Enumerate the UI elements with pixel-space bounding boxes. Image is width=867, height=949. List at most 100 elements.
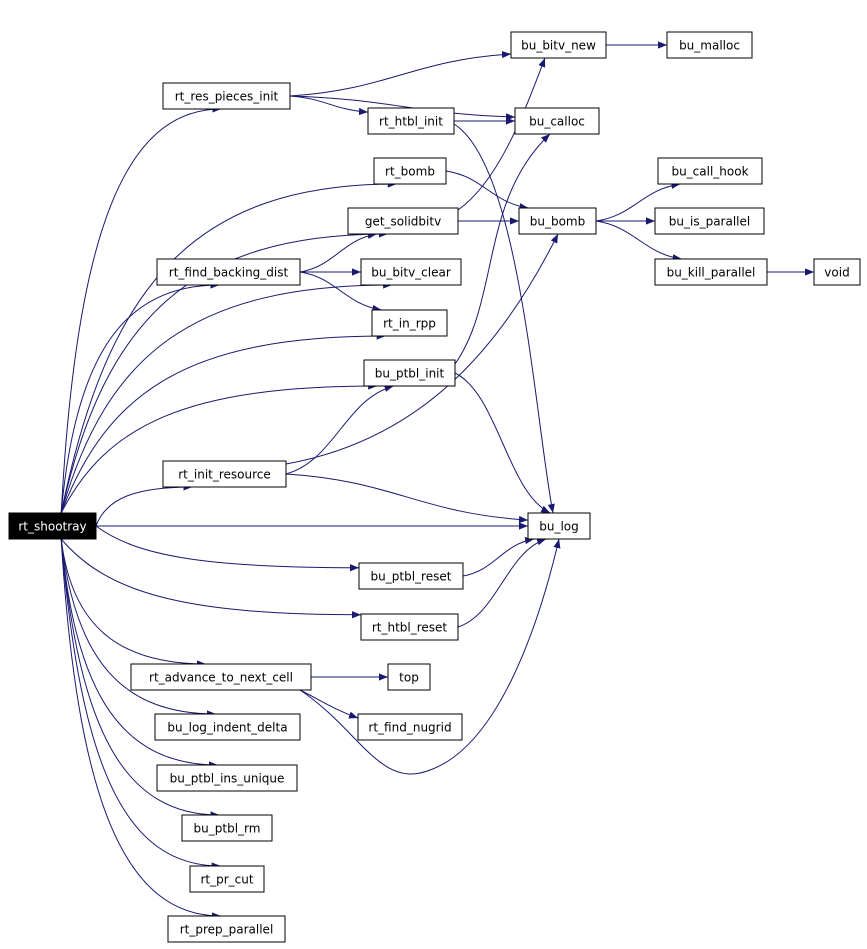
edge-rt-shootray-to-bu-bitv-clear <box>60 281 393 514</box>
node-label: rt_find_nugrid <box>368 721 451 735</box>
edge-rt-shootray-to-get-solidbitv <box>60 230 388 514</box>
node-label: void <box>824 266 849 280</box>
node-get-solidbitv[interactable]: get_solidbitv <box>347 207 459 235</box>
node-bu-kill-parallel[interactable]: bu_kill_parallel <box>654 258 768 286</box>
edge-rt-shootray-to-bu-ptbl-ins-unique <box>60 538 218 769</box>
node-box[interactable] <box>373 157 447 185</box>
node-bu-calloc[interactable]: bu_calloc <box>514 107 600 135</box>
node-rt-find-nugrid[interactable]: rt_find_nugrid <box>357 713 463 741</box>
node-box[interactable] <box>367 107 455 135</box>
node-rt-res-pieces-init[interactable]: rt_res_pieces_init <box>162 82 291 110</box>
edges-layer <box>60 41 814 920</box>
node-bu-ptbl-ins-unique[interactable]: bu_ptbl_ins_unique <box>156 764 298 792</box>
nodes-layer: rt_shootray rt_res_pieces_init bu_bitv_new… <box>8 31 861 943</box>
node-box[interactable] <box>654 207 765 235</box>
node-box[interactable] <box>162 82 291 110</box>
node-box[interactable] <box>360 613 459 641</box>
node-bu-log[interactable]: bu_log <box>527 512 591 540</box>
node-label: bu_ptbl_reset <box>371 570 452 584</box>
node-bu-bomb[interactable]: bu_bomb <box>518 207 597 235</box>
edge-rt-bomb-to-bu-bomb <box>445 170 529 211</box>
node-box[interactable] <box>130 663 312 691</box>
node-bu-ptbl-reset[interactable]: bu_ptbl_reset <box>358 562 464 590</box>
edge-rt-find-backing-dist-to-get-solidbitv <box>299 231 377 273</box>
node-box[interactable] <box>189 865 265 893</box>
edge-rt-htbl-reset-to-bu-log <box>457 538 547 628</box>
node-top[interactable]: top <box>387 663 431 691</box>
node-bu-bitv-new[interactable]: bu_bitv_new <box>510 31 607 59</box>
node-rt-init-resource[interactable]: rt_init_resource <box>162 460 287 488</box>
node-label: bu_ptbl_ins_unique <box>170 772 285 786</box>
node-rt-htbl-reset[interactable]: rt_htbl_reset <box>360 613 459 641</box>
edge-rt-init-resource-to-bu-ptbl-init <box>285 384 394 475</box>
edge-rt-init-resource-to-bu-log <box>285 473 529 524</box>
node-label: rt_in_rpp <box>383 317 436 331</box>
node-box[interactable] <box>156 258 301 286</box>
node-label: rt_res_pieces_init <box>175 90 279 104</box>
node-void[interactable]: void <box>813 258 861 286</box>
node-label: bu_bitv_new <box>521 39 596 53</box>
node-box[interactable] <box>666 31 753 59</box>
node-box[interactable] <box>527 512 591 540</box>
edge-rt-advance-to-next-cell-to-rt-find-nugrid <box>299 689 359 719</box>
node-box[interactable] <box>518 207 597 235</box>
node-rt-shootray[interactable]: rt_shootray <box>8 512 97 540</box>
node-rt-find-backing-dist[interactable]: rt_find_backing_dist <box>156 258 301 286</box>
node-label: rt_htbl_reset <box>372 621 448 635</box>
node-box[interactable] <box>358 562 464 590</box>
node-rt-htbl-init[interactable]: rt_htbl_init <box>367 107 455 135</box>
edge-rt-find-backing-dist-to-rt-in-rpp <box>299 271 382 313</box>
node-box[interactable] <box>154 713 301 741</box>
node-rt-in-rpp[interactable]: rt_in_rpp <box>371 309 448 337</box>
node-bu-ptbl-rm[interactable]: bu_ptbl_rm <box>181 814 273 842</box>
node-label: rt_pr_cut <box>200 873 253 887</box>
node-rt-prep-parallel[interactable]: rt_prep_parallel <box>167 915 286 943</box>
edge-rt-shootray-to-bu-ptbl-reset <box>95 525 360 572</box>
node-box[interactable] <box>347 207 459 235</box>
node-bu-malloc[interactable]: bu_malloc <box>666 31 753 59</box>
node-box[interactable] <box>360 258 462 286</box>
edge-rt-res-pieces-init-to-bu-calloc <box>289 95 516 121</box>
node-label: rt_find_backing_dist <box>169 266 289 280</box>
node-box[interactable] <box>813 258 861 286</box>
node-box[interactable] <box>387 663 431 691</box>
node-box[interactable] <box>363 359 456 387</box>
node-box[interactable] <box>371 309 448 337</box>
node-label: bu_log_indent_delta <box>167 721 287 735</box>
node-box[interactable] <box>510 31 607 59</box>
node-box[interactable] <box>156 764 298 792</box>
node-rt-advance-to-next-cell[interactable]: rt_advance_to_next_cell <box>130 663 312 691</box>
edge-rt-shootray-to-rt-find-backing-dist <box>60 281 220 514</box>
node-box[interactable] <box>657 157 763 185</box>
edge-rt-shootray-to-bu-log-indent-delta <box>60 538 217 718</box>
edge-rt-shootray-to-rt-advance-to-next-cell <box>60 538 206 668</box>
node-bu-bitv-clear[interactable]: bu_bitv_clear <box>360 258 462 286</box>
node-rt-pr-cut[interactable]: rt_pr_cut <box>189 865 265 893</box>
node-label: bu_kill_parallel <box>667 266 756 280</box>
node-label: bu_bitv_clear <box>371 266 451 280</box>
edge-rt-shootray-to-rt-res-pieces-init <box>60 105 222 514</box>
node-label: rt_prep_parallel <box>180 923 274 937</box>
node-box[interactable] <box>514 107 600 135</box>
edge-bu-ptbl-init-to-bu-calloc <box>454 133 551 365</box>
node-box[interactable] <box>167 915 286 943</box>
node-label: bu_malloc <box>679 39 740 53</box>
node-bu-call-hook[interactable]: bu_call_hook <box>657 157 763 185</box>
edge-rt-shootray-to-rt-htbl-reset <box>60 538 362 619</box>
node-bu-is-parallel[interactable]: bu_is_parallel <box>654 207 765 235</box>
edge-rt-shootray-to-rt-prep-parallel <box>60 538 221 920</box>
edge-rt-shootray-to-rt-init-resource <box>95 483 193 527</box>
node-label: top <box>399 671 419 685</box>
node-box[interactable] <box>181 814 273 842</box>
node-box[interactable] <box>357 713 463 741</box>
node-box[interactable] <box>654 258 768 286</box>
edge-rt-shootray-to-bu-ptbl-rm <box>60 538 220 819</box>
node-bu-ptbl-init[interactable]: bu_ptbl_init <box>363 359 456 387</box>
node-rt-bomb[interactable]: rt_bomb <box>373 157 447 185</box>
node-box[interactable] <box>162 460 287 488</box>
edge-rt-shootray-to-bu-ptbl-init <box>60 382 378 514</box>
node-box[interactable] <box>8 512 97 540</box>
node-bu-log-indent-delta[interactable]: bu_log_indent_delta <box>154 713 301 741</box>
edge-bu-bomb-to-bu-kill-parallel <box>595 220 682 262</box>
